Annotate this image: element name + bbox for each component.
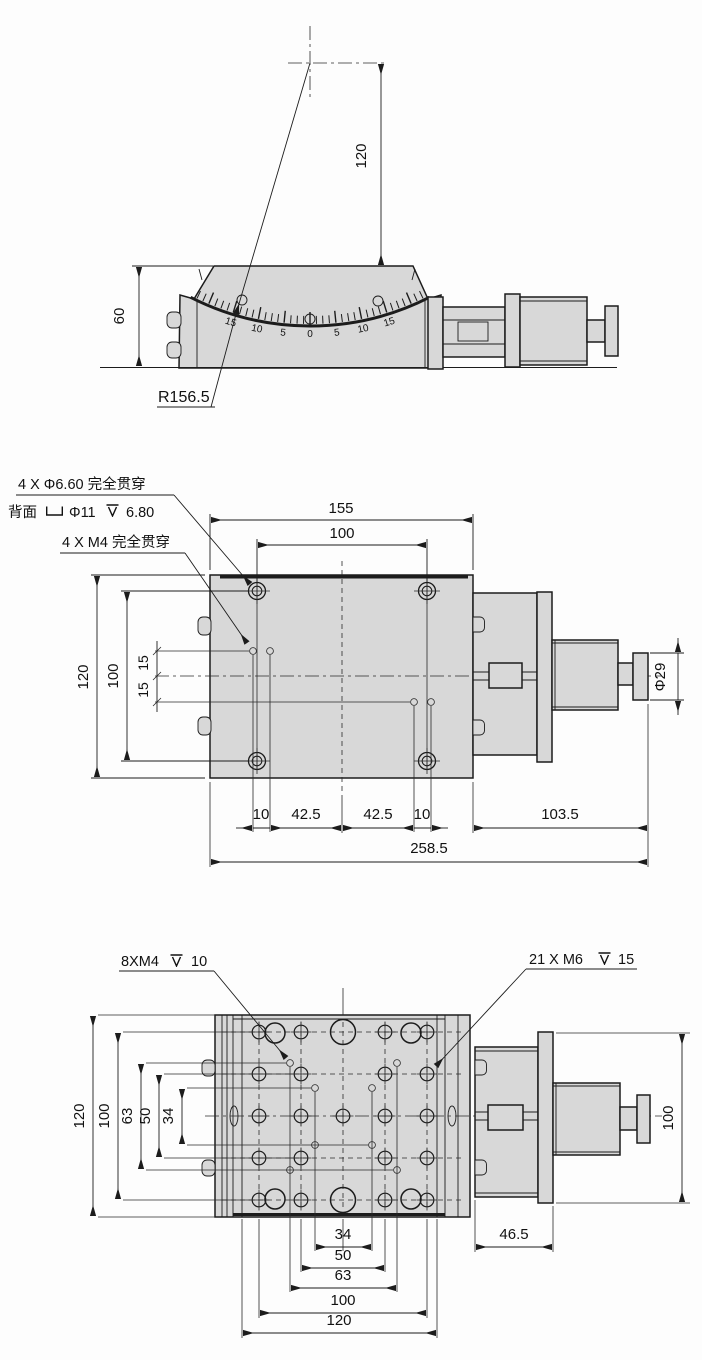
dim-label-15-upper: 15: [135, 655, 151, 671]
side-screw-upper-plan: [197, 616, 212, 636]
m4-holes-plan: [155, 647, 435, 832]
dim-15-15: 15 15: [135, 641, 162, 712]
face-hole-right: [372, 295, 384, 307]
base-wall-inner-lines: [196, 300, 426, 367]
m4-holes-table: [146, 1059, 401, 1292]
dim-label-15-lower: 15: [135, 682, 151, 698]
dim-label-right-100: 100: [660, 1105, 677, 1130]
dim-label-155: 155: [328, 500, 353, 517]
callout-21xm6-label: 21 X M6: [529, 952, 583, 968]
callout-m4: 4 X M4 完全贯穿: [60, 533, 250, 645]
side-screw-upper: [166, 311, 182, 329]
dim-label-103-5: 103.5: [541, 806, 579, 823]
dim-155: 155: [209, 500, 474, 570]
callout-21xm6-depth: 15: [618, 952, 634, 968]
hole-column-lines: [256, 583, 428, 769]
motor-assembly-plan: [472, 591, 649, 763]
dim-label-bottom-34: 34: [335, 1226, 352, 1243]
dim-label-left-50: 50: [137, 1108, 154, 1125]
dim-label-phi29: Φ29: [652, 663, 669, 692]
side-screw-lower-plan: [197, 716, 212, 736]
side-screw-lower: [166, 341, 182, 359]
callout-counterbore: 4 X Φ6.60 完全贯穿 背面 Φ11 6.80: [8, 475, 253, 587]
callout-21xm6: 21 X M6 15: [433, 952, 637, 1069]
dim-label-bottom-100: 100: [330, 1292, 355, 1309]
plan-view: 4 X Φ6.60 完全贯穿 背面 Φ11 6.80 4 X M4 完全贯穿 1…: [8, 475, 684, 867]
depth-icon: [598, 952, 611, 965]
depth-icon: [170, 954, 183, 967]
scale-label: 5: [334, 327, 341, 339]
dim-label-100-left: 100: [105, 663, 122, 688]
dim-label-42-5-left: 42.5: [291, 806, 320, 823]
callout-8xm4-depth: 10: [191, 954, 207, 970]
rocker-corner-notches: [198, 268, 416, 281]
dim-label-10-right: 10: [414, 806, 431, 823]
radius-label: R156.5: [158, 389, 210, 406]
callout-cbore-line1: 4 X Φ6.60 完全贯穿: [18, 475, 146, 493]
dim-label-120-left: 120: [75, 664, 92, 689]
dim-label-left-34: 34: [160, 1108, 177, 1125]
goniometer-scale-arc: [189, 295, 431, 328]
dim-pivot-120: 120: [353, 64, 385, 265]
dim-label-60: 60: [111, 308, 128, 325]
side-screw-upper-table: [201, 1059, 216, 1077]
dim-label-120: 120: [353, 143, 370, 168]
base-plate: [209, 574, 474, 779]
depth-icon: [106, 504, 119, 517]
dim-label-42-5-right: 42.5: [363, 806, 392, 823]
dim-label-10-left: 10: [253, 806, 270, 823]
motor-assembly-table: [474, 1031, 651, 1204]
dim-120-left: 120: [75, 574, 205, 779]
scale-label: 10: [250, 323, 263, 336]
counterbore-icon: [46, 506, 63, 516]
dim-label-left-100: 100: [96, 1103, 113, 1128]
dim-label-left-120: 120: [71, 1103, 88, 1128]
dim-label-left-63: 63: [119, 1108, 136, 1125]
dim-knob-dia: Φ29: [650, 638, 684, 715]
motor-assembly-side: [427, 293, 619, 370]
large-clearance-holes: [264, 1018, 422, 1214]
dim-label-258-5: 258.5: [410, 840, 448, 857]
radius-callout: R156.5: [157, 62, 311, 408]
scale-label: 10: [357, 323, 370, 336]
dim-label-bottom-63: 63: [335, 1267, 352, 1284]
side-screw-lower-table: [201, 1159, 216, 1177]
scale-label: 15: [382, 316, 396, 330]
scale-label: 5: [280, 327, 287, 339]
table-bottom-dims: 34 50 63 100 120 46.5: [241, 1200, 554, 1338]
dim-label-bottom-50: 50: [335, 1247, 352, 1264]
dim-label-100-top: 100: [329, 525, 354, 542]
dim-100-left: 100: [105, 590, 249, 762]
callout-cbore-dia: Φ11: [69, 505, 96, 521]
dim-motor-height: 100: [556, 1032, 690, 1204]
callout-cbore-depth: 6.80: [126, 505, 154, 521]
scale-tick-marks: [196, 290, 424, 324]
table-view: 8XM4 10 21 X M6 15 120 100 63 50 34: [71, 952, 690, 1338]
callout-cbore-prefix: 背面: [8, 504, 37, 521]
dim-body-60: 60: [111, 265, 213, 366]
scale-label: 0: [307, 329, 313, 340]
dim-chain-bottom: 10 42.5 42.5 10 103.5 258.5: [209, 704, 649, 867]
dim-label-bottom-120: 120: [326, 1312, 351, 1329]
face-hole-center: [304, 313, 316, 325]
dim-100-top: 100: [256, 525, 428, 584]
callout-m4-text: 4 X M4 完全贯穿: [62, 533, 170, 551]
dim-label-46-5: 46.5: [499, 1226, 528, 1243]
callout-8xm4: 8XM4 10: [119, 954, 289, 1060]
callout-8xm4-label: 8XM4: [121, 954, 159, 970]
